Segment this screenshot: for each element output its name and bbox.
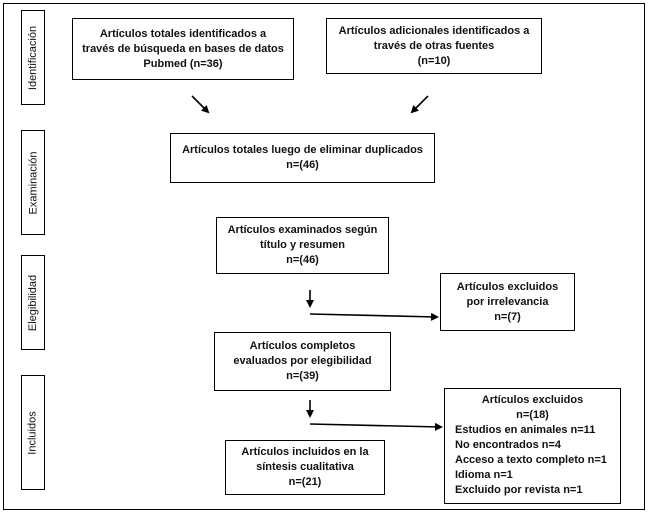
screened-line-3: n=(46) xyxy=(286,254,319,266)
excluded-reason-language: Idioma n=1 xyxy=(455,469,513,481)
excluded-irrelevance-line-1: Artículos excluidos xyxy=(456,280,559,293)
other-sources-line-1: Artículos adicionales identificados a xyxy=(338,24,530,37)
box-excluded-irrelevance: Artículos excluidos por irrelevancia n=(… xyxy=(440,273,575,331)
box-excluded-final: Artículos excluidos n=(18) Estudios en a… xyxy=(444,388,621,504)
arrow-to-excluded-final xyxy=(309,422,443,431)
box-other-sources: Artículos adicionales identificados a tr… xyxy=(326,18,542,74)
diagram-frame xyxy=(3,3,645,510)
box-included-synthesis: Artículos incluidos en la síntesis cuali… xyxy=(225,440,385,495)
after-duplicates-line-1: Artículos totales luego de eliminar dupl… xyxy=(182,144,423,156)
arrow-to-excluded-irrelevance xyxy=(309,312,439,321)
full-text-line-2: evaluados por elegibilidad xyxy=(233,355,372,367)
db-search-line-1: Artículos totales identificados a xyxy=(99,27,267,40)
db-search-line-2: través de búsqueda en bases de datos xyxy=(82,42,284,55)
included-synthesis-line-2: síntesis cualitativa xyxy=(256,461,354,473)
stage-eligibility: Elegibilidad xyxy=(21,255,45,350)
included-synthesis-line-3: n=(21) xyxy=(288,476,322,488)
screened-line-2: título y resumen xyxy=(260,239,345,251)
full-text-line-3: n=(39) xyxy=(286,370,319,382)
excluded-irrelevance-line-3: n=(7) xyxy=(494,310,521,323)
stage-screening: Examinación xyxy=(21,130,45,235)
arrow-db-to-duplicates xyxy=(191,95,210,114)
excluded-reason-journal: Excluido por revista n=1 xyxy=(455,484,583,496)
box-database-search: Artículos totales identificados a través… xyxy=(72,18,294,80)
excluded-final-title: Artículos excluidos xyxy=(481,394,584,406)
excluded-reason-full-text-access: Acceso a texto completo n=1 xyxy=(455,454,607,466)
stage-included: Incluidos xyxy=(21,375,45,490)
screened-line-1: Artículos examinados según xyxy=(227,224,378,236)
box-screened: Artículos examinados según título y resu… xyxy=(216,217,389,274)
box-full-text: Artículos completos evaluados por elegib… xyxy=(214,332,391,391)
box-after-duplicates: Artículos totales luego de eliminar dupl… xyxy=(170,133,435,183)
after-duplicates-line-2: n=(46) xyxy=(286,159,319,171)
arrow-other-to-duplicates xyxy=(410,95,429,114)
included-synthesis-line-1: Artículos incluidos en la xyxy=(241,446,369,458)
excluded-final-count: n=(18) xyxy=(516,409,549,421)
other-sources-line-3: (n=10) xyxy=(417,54,451,67)
excluded-irrelevance-line-2: por irrelevancia xyxy=(466,295,549,308)
other-sources-line-2: través de otras fuentes xyxy=(373,39,495,52)
excluded-reason-not-found: No encontrados n=4 xyxy=(455,439,562,451)
excluded-reason-animals: Estudios en animales n=11 xyxy=(455,424,596,436)
stage-identification: Identificación xyxy=(21,10,45,105)
full-text-line-1: Artículos completos xyxy=(249,340,356,352)
db-search-line-3: Pubmed (n=36) xyxy=(143,57,223,70)
